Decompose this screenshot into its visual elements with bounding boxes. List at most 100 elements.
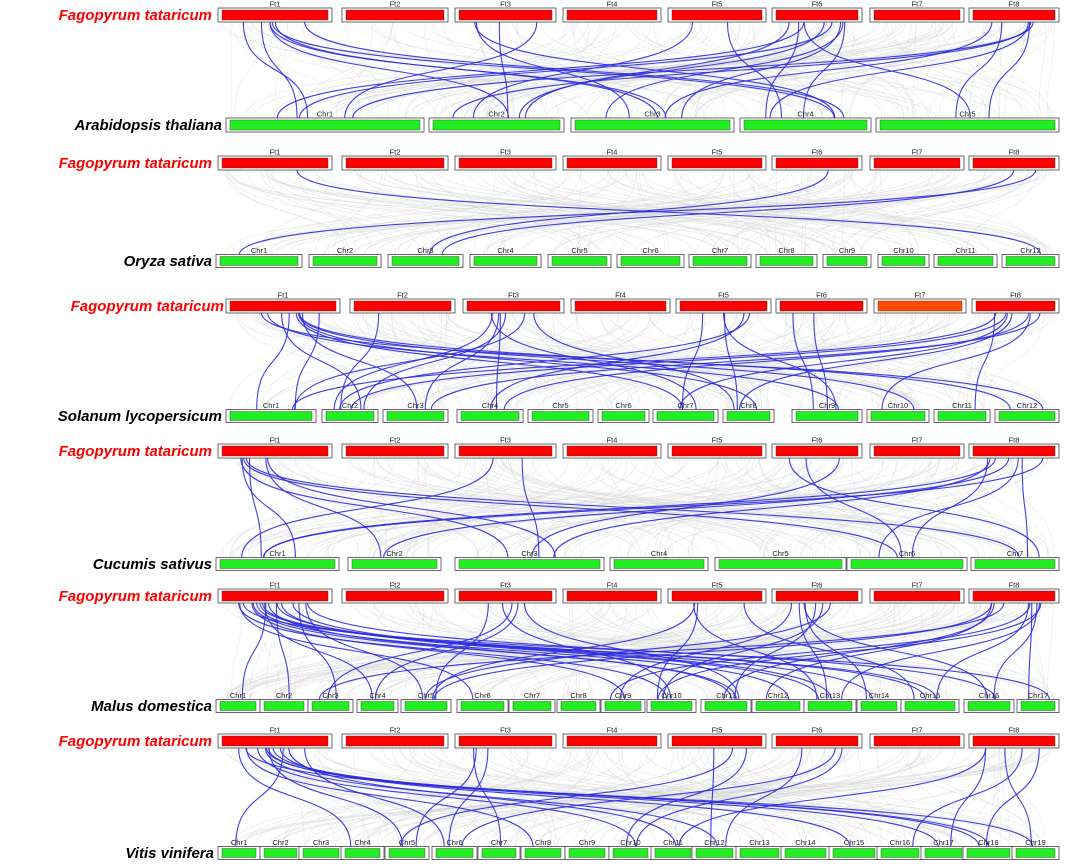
background-link [756, 21, 826, 119]
chromosome-bar [1020, 701, 1056, 711]
comparison-chromosome: Chr2 [259, 838, 302, 860]
comparison-chromosome: Chr13 [735, 838, 784, 860]
ft-chromosome: Ft4 [562, 436, 662, 459]
background-link [250, 602, 513, 700]
syntenic-link [521, 457, 540, 558]
ft-chromosome: Ft1 [217, 148, 333, 171]
ft-chromosome: Ft6 [771, 581, 863, 604]
chromosome-bar [574, 119, 731, 131]
chromosome-label: Chr12 [1020, 246, 1040, 255]
ft-chromosome: Ft7 [869, 148, 965, 171]
chromosome-label: Ft1 [270, 581, 281, 590]
background-link [814, 602, 1035, 700]
comparison-chromosome: Chr9 [822, 246, 872, 268]
comparison-chromosome: Chr7 [688, 246, 752, 268]
syntenic-link [304, 747, 445, 847]
background-link [477, 21, 515, 119]
syntenic-link [327, 602, 513, 700]
comparison-chromosome: Chr11 [933, 246, 998, 268]
chromosome-label: Chr9 [615, 691, 631, 700]
chromosome-bar [775, 590, 859, 602]
comparison-chromosome: Chr4 [356, 691, 399, 713]
syntenic-link [804, 602, 867, 700]
chromosome-bar [726, 411, 771, 421]
syntenic-link [710, 747, 715, 847]
background-link [1004, 21, 1026, 119]
background-link [412, 312, 660, 410]
chromosome-bar [325, 411, 375, 421]
background-link [581, 457, 978, 558]
chromosome-bar [671, 9, 763, 21]
background-link [486, 21, 836, 119]
background-link [461, 169, 506, 255]
background-link [730, 169, 829, 255]
background-link [696, 21, 741, 119]
ft-chromosome: Ft3 [454, 148, 557, 171]
background-link [842, 169, 986, 255]
syntenic-link [625, 747, 748, 847]
comparison-chromosome: Chr6 [431, 838, 478, 860]
syntenic-link [490, 312, 745, 410]
background-link [735, 312, 970, 410]
chromosome-bar [755, 701, 801, 711]
syntenic-link [475, 21, 630, 119]
comparison-chromosome: Chr7 [652, 401, 719, 423]
reference-species-label: Fagopyrum tataricum [59, 7, 212, 24]
chromosome-bar [219, 256, 299, 266]
chromosome-bar [219, 559, 336, 569]
chromosome-label: Chr14 [795, 838, 815, 847]
ft-chromosome: Ft7 [869, 436, 965, 459]
background-link [763, 457, 899, 558]
chromosome-bar [775, 445, 859, 457]
background-link [505, 602, 1055, 700]
background-link [278, 457, 329, 558]
comparison-chromosome: Chr3 [298, 838, 344, 860]
background-link [630, 457, 1030, 558]
chromosome-label: Chr4 [497, 246, 513, 255]
chromosome-label: Ft6 [812, 581, 823, 590]
chromosome-label: Chr3 [521, 549, 537, 558]
chromosome-label: Ft2 [390, 148, 401, 157]
chromosome-label: Ft7 [912, 726, 923, 735]
background-link [690, 312, 759, 410]
chromosome-label: Ft5 [712, 581, 723, 590]
chromosome-bar [937, 256, 994, 266]
chromosome-label: Chr2 [488, 110, 504, 119]
background-link [318, 747, 390, 847]
syntenic-link [256, 312, 290, 410]
comparison-chromosome: Chr10 [866, 401, 930, 423]
syntenic-link [739, 312, 1013, 410]
comparison-chromosome: Chr15 [900, 691, 960, 713]
background-link [230, 21, 233, 119]
chromosome-label: Ft5 [712, 0, 723, 9]
comparison-chromosome: Chr4 [456, 401, 524, 423]
syntenic-link [238, 747, 352, 847]
background-link [974, 602, 1049, 700]
background-link [693, 312, 805, 410]
comparison-chromosome: Chr8 [755, 246, 818, 268]
ft-chromosome: Ft8 [968, 148, 1060, 171]
chromosome-bar [704, 701, 748, 711]
background-link [260, 169, 437, 255]
background-link [247, 457, 430, 558]
background-link [487, 21, 1027, 119]
ft-chromosome: Ft4 [562, 148, 662, 171]
background-link [746, 169, 1050, 255]
ft-chromosome: Ft3 [454, 581, 557, 604]
chromosome-label: Chr2 [386, 549, 402, 558]
chromosome-bar [880, 848, 920, 858]
chromosome-label: Chr4 [797, 110, 813, 119]
chromosome-label: Chr3 [313, 838, 329, 847]
ft-chromosome: Ft7 [869, 726, 965, 749]
background-link [228, 169, 602, 255]
chromosome-bar [229, 119, 421, 131]
background-link [674, 602, 950, 700]
chromosome-bar [972, 445, 1056, 457]
background-link [237, 602, 416, 700]
chromosome-bar [807, 701, 853, 711]
chromosome-label: Ft7 [912, 148, 923, 157]
chromosome-label: Chr5 [399, 838, 415, 847]
chromosome-bar [566, 735, 658, 747]
background-synteny-links [220, 21, 1055, 847]
